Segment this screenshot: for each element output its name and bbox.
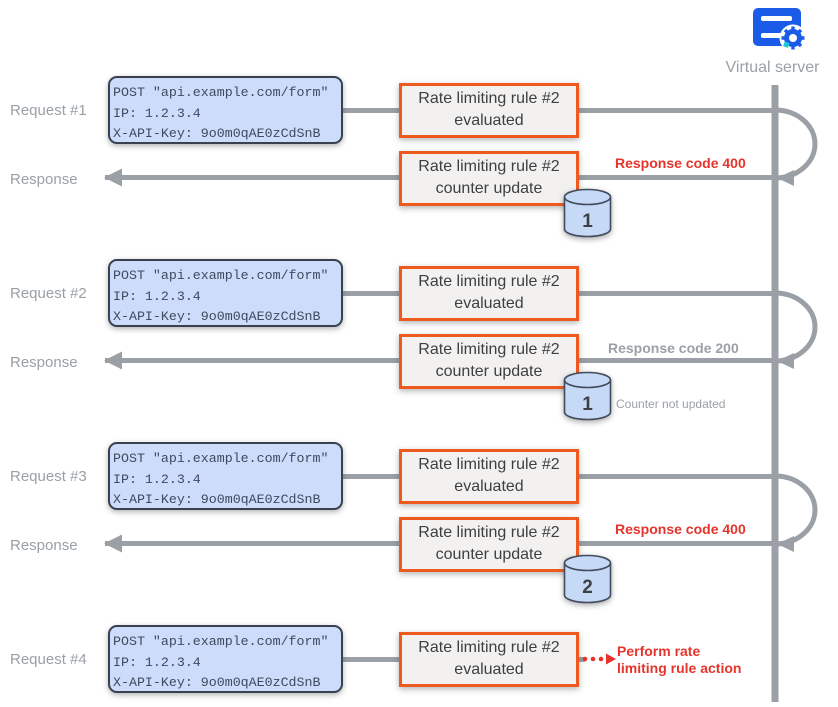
svg-text:1: 1 [582,394,593,415]
svg-text:1: 1 [582,211,593,232]
svg-text:2: 2 [582,577,593,598]
